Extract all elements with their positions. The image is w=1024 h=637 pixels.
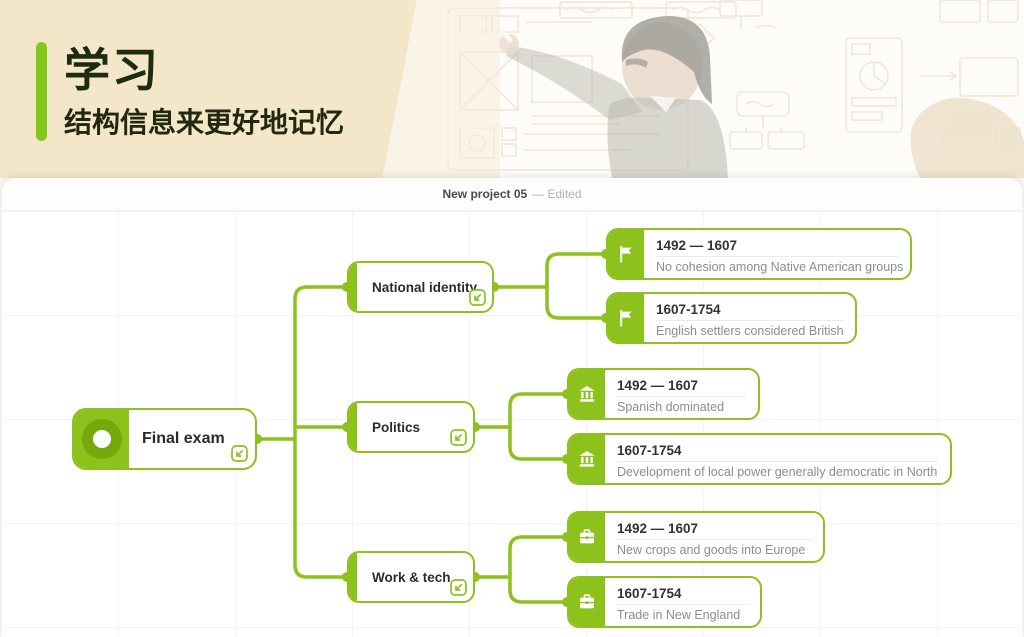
child-node[interactable]: 1607-1754 Trade in New England [567, 576, 762, 628]
divider [617, 539, 812, 540]
topic-accent-bar [349, 403, 357, 451]
document-canvas[interactable]: Final exam National identity [2, 178, 1022, 637]
topic-accent-bar [349, 263, 357, 311]
accent-bar [36, 42, 47, 141]
child-subtitle: New crops and goods into Europe [617, 543, 806, 557]
topic-node-work-tech[interactable]: Work & tech [347, 551, 475, 603]
child-title: 1607-1754 [617, 443, 682, 458]
flag-icon [608, 294, 644, 342]
briefcase-icon [569, 578, 605, 626]
mindmap-canvas[interactable]: Final exam National identity [2, 178, 1022, 637]
child-subtitle: Trade in New England [617, 608, 741, 622]
child-title: 1492 — 1607 [617, 378, 699, 393]
root-node[interactable]: Final exam [72, 408, 257, 470]
root-label: Final exam [142, 430, 225, 447]
divider [656, 256, 899, 257]
child-subtitle: Development of local power generally dem… [617, 465, 938, 479]
child-title: 1607-1754 [656, 302, 721, 317]
document-titlebar: New project 05 — Edited [2, 178, 1022, 211]
child-node[interactable]: 1607-1754 English settlers considered Br… [606, 292, 857, 344]
child-node[interactable]: 1607-1754 Development of local power gen… [567, 433, 952, 485]
briefcase-icon [569, 513, 605, 561]
document-status: — Edited [532, 187, 582, 201]
topic-node-national-identity[interactable]: National identity [347, 261, 494, 313]
collapse-arrow-icon[interactable] [469, 289, 486, 306]
child-subtitle: No cohesion among Native American groups [656, 260, 904, 274]
child-node[interactable]: 1492 — 1607 No cohesion among Native Ame… [606, 228, 912, 280]
banner-text-panel: 学习 结构信息来更好地记忆 [0, 0, 417, 178]
banner-photo [360, 0, 1024, 178]
banner-title: 学习 [64, 44, 160, 96]
topic-label: Work & tech [372, 569, 451, 585]
divider [617, 396, 747, 397]
topic-node-politics[interactable]: Politics [347, 401, 475, 453]
collapse-arrow-icon[interactable] [231, 445, 248, 462]
child-title: 1607-1754 [617, 586, 682, 601]
divider [617, 604, 749, 605]
presenter-figure [495, 16, 728, 178]
flag-icon [608, 230, 644, 278]
child-subtitle: Spanish dominated [617, 400, 725, 414]
bank-icon [569, 370, 605, 418]
document-title: New project 05 [442, 187, 528, 201]
banner-subtitle: 结构信息来更好地记忆 [64, 107, 345, 138]
child-title: 1492 — 1607 [656, 238, 738, 253]
topic-label: Politics [372, 419, 421, 435]
topic-accent-bar [349, 553, 357, 601]
child-title: 1492 — 1607 [617, 521, 699, 536]
child-node[interactable]: 1492 — 1607 New crops and goods into Eur… [567, 511, 825, 563]
topic-label: National identity [372, 279, 478, 295]
child-subtitle: English settlers considered British [656, 324, 844, 338]
collapse-arrow-icon[interactable] [450, 579, 467, 596]
donut-icon [74, 410, 129, 468]
connector-lines [252, 249, 611, 607]
hero-banner: 学习 结构信息来更好地记忆 [0, 0, 1024, 178]
listener-figure [910, 97, 1024, 178]
collapse-arrow-icon[interactable] [450, 429, 467, 446]
divider [617, 461, 939, 462]
bank-icon [569, 435, 605, 483]
divider [656, 320, 844, 321]
child-node[interactable]: 1492 — 1607 Spanish dominated [567, 368, 760, 420]
